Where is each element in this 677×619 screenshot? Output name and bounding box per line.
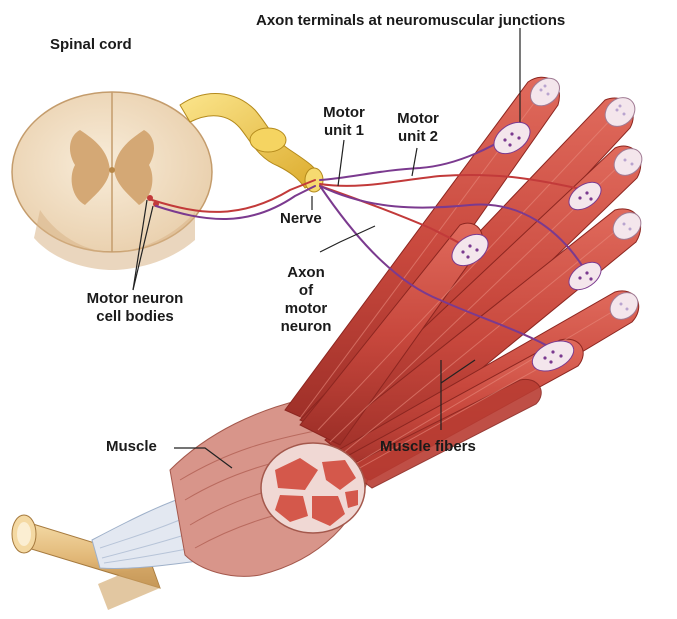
label-axon-of-motor-neuron: Axon of motor neuron [268,264,344,336]
label-muscle-fibers: Muscle fibers [380,438,476,456]
label-nerve: Nerve [280,210,322,228]
label-motor-unit-2-line2: unit 2 [390,128,446,146]
label-axon-line3: motor [268,300,344,318]
label-axon-line2: of [268,282,344,300]
label-motor-unit-2-line1: Motor [390,110,446,128]
label-spinal-cord: Spinal cord [50,36,132,54]
label-motor-unit-1-line1: Motor [316,104,372,122]
spinal-cord [12,92,212,270]
muscle-cross-section [261,443,365,533]
label-motor-neuron-line2: cell bodies [60,308,210,326]
label-motor-unit-1-line2: unit 1 [316,122,372,140]
label-motor-neuron-line1: Motor neuron [60,290,210,308]
label-motor-neuron-cell-bodies: Motor neuron cell bodies [60,290,210,326]
label-axon-line1: Axon [268,264,344,282]
label-axon-line4: neuron [268,318,344,336]
label-motor-unit-1: Motor unit 1 [316,104,372,140]
label-axon-terminals: Axon terminals at neuromuscular junction… [256,12,565,30]
label-muscle: Muscle [106,438,157,456]
label-motor-unit-2: Motor unit 2 [390,110,446,146]
